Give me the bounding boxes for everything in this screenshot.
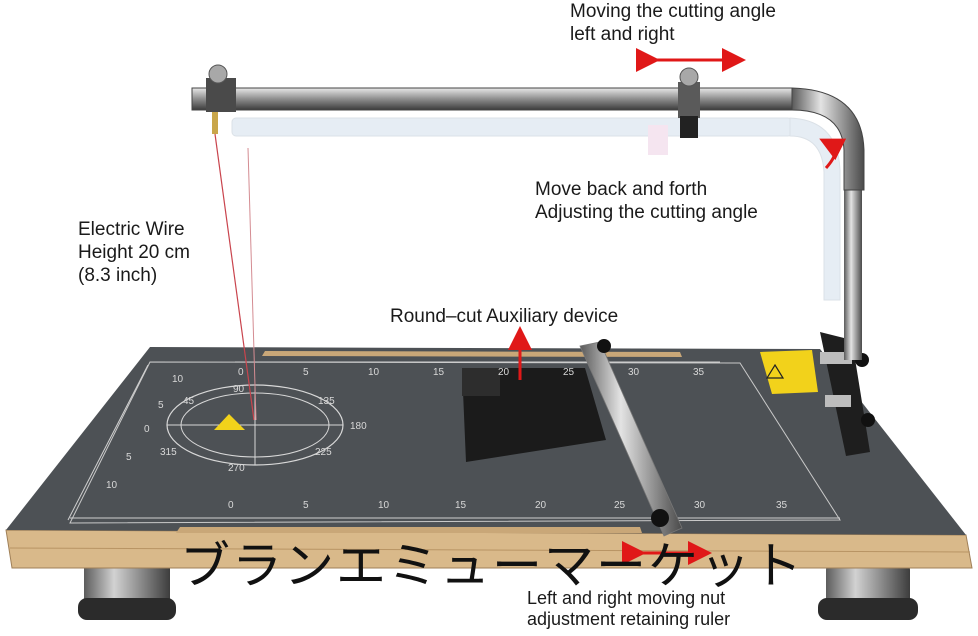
ruler-left-num: 10 bbox=[106, 480, 118, 491]
ruler-bottom-numbers: 0 5 10 15 20 25 30 35 bbox=[228, 500, 788, 511]
top-arm bbox=[191, 64, 865, 191]
label-line: left and right bbox=[570, 24, 675, 45]
ruler-left-num: 5 bbox=[126, 452, 132, 463]
ruler-bottom-num: 20 bbox=[535, 500, 547, 511]
ruler-top-num: 0 bbox=[238, 367, 244, 378]
label-line: Left and right moving nut bbox=[527, 588, 726, 608]
label-line: Height 20 cm bbox=[78, 242, 190, 263]
ruler-left-ticks bbox=[67, 364, 149, 521]
label-nut-retaining-ruler: Left and right moving nut adjustment ret… bbox=[527, 588, 730, 630]
ruler-bottom-num: 15 bbox=[455, 500, 467, 511]
electric-wire-ghost bbox=[247, 147, 257, 421]
protractor-num: 180 bbox=[350, 421, 367, 432]
ruler-top-num: 20 bbox=[498, 367, 510, 378]
ghost-arm bbox=[231, 117, 841, 301]
ruler-top-numbers: 0 5 10 15 20 25 30 35 bbox=[238, 367, 705, 378]
ruler-left-num: 0 bbox=[144, 424, 150, 435]
label-round-cut-device: Round–cut Auxiliary device bbox=[390, 305, 618, 328]
ruler-bottom-num: 10 bbox=[378, 500, 390, 511]
ruler-top-num: 10 bbox=[368, 367, 380, 378]
label-line: adjustment retaining ruler bbox=[527, 609, 731, 629]
label-cutting-angle-left-right: Moving the cutting angle left and right bbox=[570, 0, 776, 46]
label-line: Move back and forth bbox=[535, 179, 708, 200]
protractor-num: 135 bbox=[318, 396, 335, 407]
label-line: Round–cut Auxiliary device bbox=[390, 306, 619, 327]
vertical-post bbox=[844, 145, 862, 360]
slot-bottom bbox=[176, 527, 642, 533]
ruler-bottom-num: 0 bbox=[228, 500, 234, 511]
shop-watermark: ブランエミューマーケット bbox=[180, 537, 804, 595]
foot-left bbox=[78, 560, 176, 620]
protractor-numbers: 90 135 180 225 270 315 45 bbox=[160, 384, 367, 474]
ruler-bottom-num: 5 bbox=[303, 500, 309, 511]
ruler-top-num: 30 bbox=[628, 367, 640, 378]
protractor-num: 270 bbox=[228, 463, 245, 474]
warning-label bbox=[760, 350, 818, 394]
label-line: (8.3 inch) bbox=[78, 265, 158, 286]
protractor-num: 45 bbox=[183, 396, 195, 407]
rail-knob-bottom bbox=[651, 509, 669, 527]
board-frame-line bbox=[69, 361, 841, 524]
label-wire-height: Electric Wire Height 20 cm (8.3 inch) bbox=[78, 218, 190, 287]
label-line: Moving the cutting angle bbox=[570, 1, 776, 22]
rail-knob-top bbox=[597, 339, 611, 353]
ruler-bottom-num: 35 bbox=[776, 500, 788, 511]
retaining-ruler-rail bbox=[579, 341, 683, 537]
ruler-bottom-num: 25 bbox=[614, 500, 626, 511]
ruler-bottom-num: 30 bbox=[694, 500, 706, 511]
slot-top bbox=[262, 351, 682, 357]
label-move-back-forth: Move back and forth Adjusting the cuttin… bbox=[535, 178, 758, 224]
protractor-num: 315 bbox=[160, 447, 177, 458]
electric-wire bbox=[214, 133, 255, 421]
ruler-left-numbers: 10 5 0 5 10 bbox=[106, 374, 184, 491]
ruler-top-num: 5 bbox=[303, 367, 309, 378]
ruler-top-num: 15 bbox=[433, 367, 445, 378]
ruler-left-num: 5 bbox=[158, 400, 164, 411]
ruler-top-num: 25 bbox=[563, 367, 575, 378]
ruler-left-num: 10 bbox=[172, 374, 184, 385]
protractor-num: 225 bbox=[315, 447, 332, 458]
arrow-curved-back-forth bbox=[819, 138, 847, 169]
protractor-num: 90 bbox=[233, 384, 245, 395]
label-line: Adjusting the cutting angle bbox=[535, 202, 758, 223]
foot-right bbox=[818, 562, 918, 620]
label-line: Electric Wire bbox=[78, 219, 185, 240]
ruler-top-num: 35 bbox=[693, 367, 705, 378]
